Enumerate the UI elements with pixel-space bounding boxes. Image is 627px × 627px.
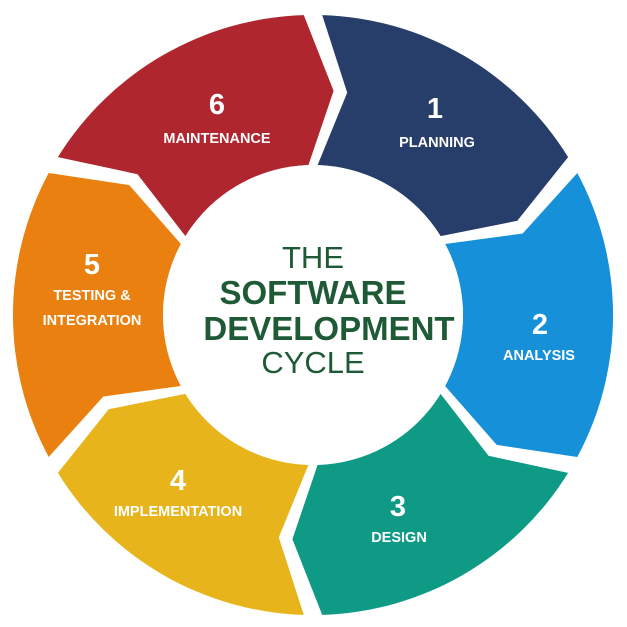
segment-design [445,173,614,457]
segment-maintenance [12,173,181,457]
step-5-number: 5 [84,249,100,281]
step-2-number: 2 [532,309,548,341]
segment-analysis [317,15,569,237]
step-1-label: PLANNING [399,135,475,151]
center-circle [163,165,463,465]
step-3-number: 3 [390,491,406,523]
step-6-number: 6 [209,89,225,121]
step-1-number: 1 [427,93,443,125]
step-5-label: TESTING & [53,288,131,304]
segment-planning [57,15,334,237]
step-4-number: 4 [170,465,186,497]
step-3-label: DESIGN [371,530,427,546]
center-title-development: DEVELOPMENT [203,310,454,347]
step-5-label-line2: INTEGRATION [43,313,142,329]
step-2-label: ANALYSIS [503,348,575,364]
step-4-label: IMPLEMENTATION [114,504,242,520]
cycle-segments [12,15,614,615]
segment-implementation [292,393,569,615]
segment-testing-integration [57,393,309,615]
center-title-cycle: CYCLE [261,345,364,380]
center-title-the: THE [282,240,344,275]
center-title-software: SOFTWARE [220,274,407,311]
step-6-label: MAINTENANCE [163,131,270,147]
